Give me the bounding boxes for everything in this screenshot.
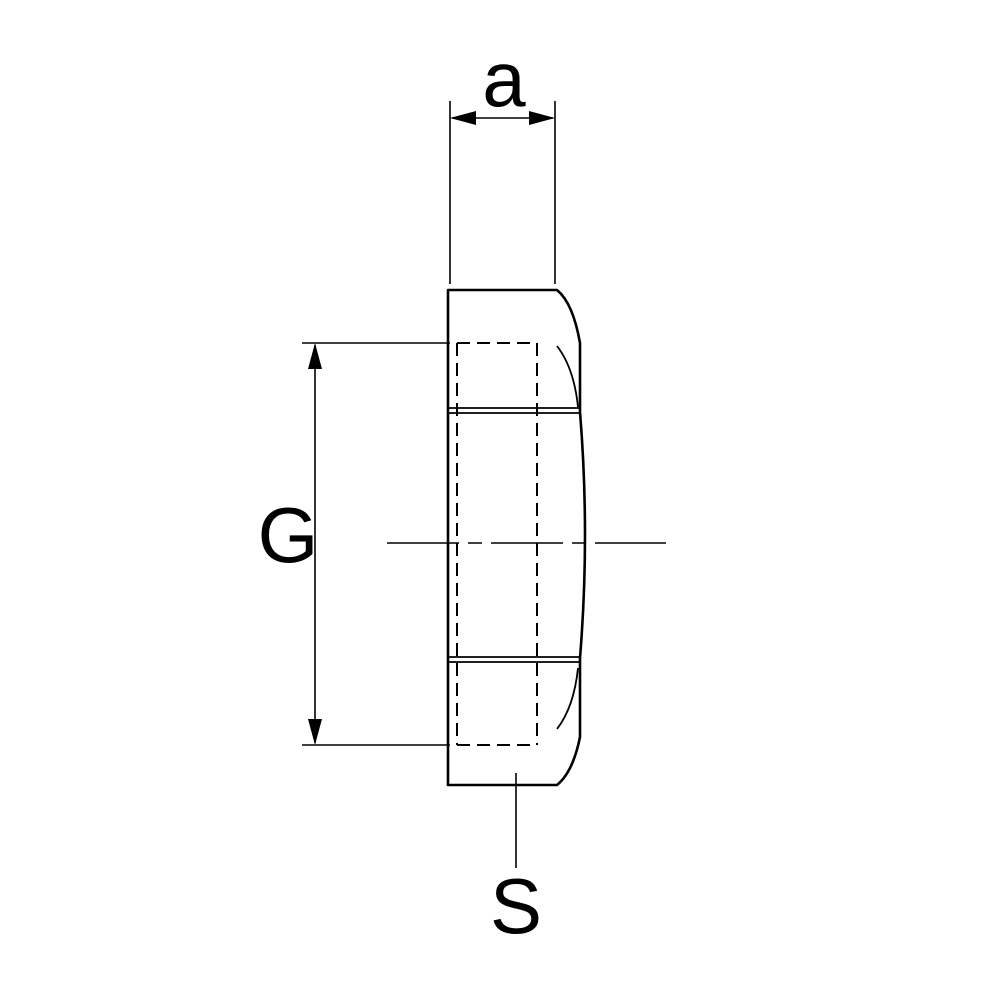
dim-a-arrowhead-left: [450, 111, 476, 125]
chamfer-arc-lower-facet: [556, 667, 579, 730]
nut-outline: [446, 288, 587, 787]
dim-g-label: G: [258, 491, 319, 579]
dim-g-arrowhead-bottom: [308, 719, 322, 745]
dim-s-label: S: [490, 862, 542, 950]
dim-a-label: a: [482, 35, 526, 123]
dim-g-arrowhead-top: [308, 343, 322, 369]
dim-a-arrowhead-right: [529, 111, 555, 125]
chamfer-arc-upper-facet: [556, 345, 579, 408]
